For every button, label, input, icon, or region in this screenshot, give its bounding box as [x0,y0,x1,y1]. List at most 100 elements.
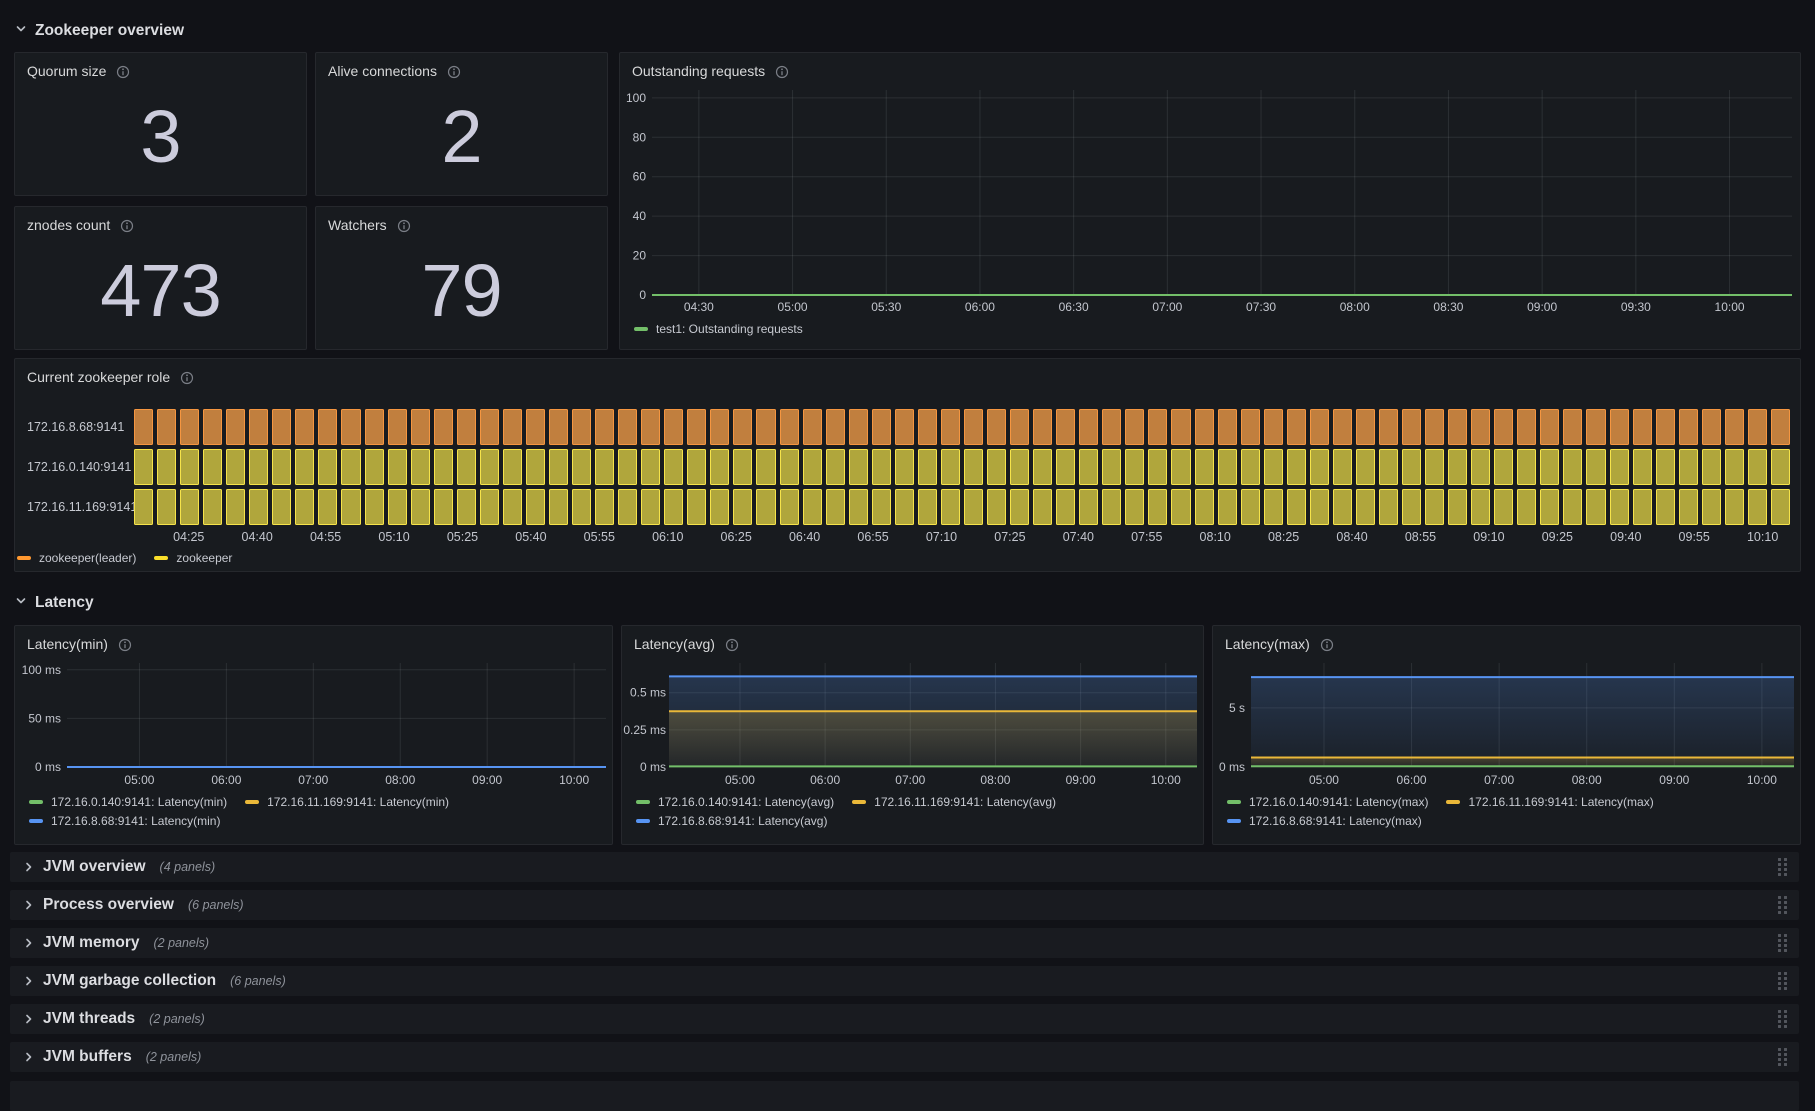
timeline-state-bar[interactable] [1540,449,1560,485]
timeline-state-bar[interactable] [779,409,799,445]
timeline-state-bar[interactable] [1079,409,1099,445]
panel-title[interactable]: Latency(avg) [634,636,715,652]
timeline-state-bar[interactable] [1747,489,1767,525]
timeline-state-bar[interactable] [1332,409,1352,445]
timeline-state-bar[interactable] [387,409,407,445]
timeline-state-bar[interactable] [1102,489,1122,525]
timeline-state-bar[interactable] [1586,449,1606,485]
drag-handle-icon[interactable] [1778,1010,1787,1028]
timeline-state-bar[interactable] [1540,489,1560,525]
info-icon[interactable] [120,219,134,233]
timeline-state-bar[interactable] [917,489,937,525]
timeline-state-bar[interactable] [410,489,430,525]
timeline-state-bar[interactable] [180,409,200,445]
timeline-state-bar[interactable] [1471,409,1491,445]
timeline-state-bar[interactable] [1632,409,1652,445]
timeline-state-bar[interactable] [1448,449,1468,485]
timeline-state-bar[interactable] [1286,449,1306,485]
timeline-state-bar[interactable] [1263,489,1283,525]
timeline-state-bar[interactable] [1010,409,1030,445]
timeline-state-bar[interactable] [525,489,545,525]
timeline-state-bar[interactable] [1240,449,1260,485]
timeline-state-bar[interactable] [871,489,891,525]
timeline-state-bar[interactable] [848,449,868,485]
timeline-state-bar[interactable] [1217,409,1237,445]
timeline-state-bar[interactable] [387,449,407,485]
timeline-state-bar[interactable] [572,409,592,445]
panel-title[interactable]: Latency(min) [27,636,108,652]
timeline-state-bar[interactable] [1240,489,1260,525]
legend-item[interactable]: 172.16.0.140:9141: Latency(min) [29,795,227,809]
timeline-state-bar[interactable] [1402,409,1422,445]
timeline-state-bar[interactable] [1655,489,1675,525]
timeline-state-bar[interactable] [940,489,960,525]
timeline-state-bar[interactable] [963,489,984,525]
row-strip-jvm-overview[interactable]: JVM overview(4 panels) [10,852,1799,882]
timeline-state-bar[interactable] [894,449,914,485]
timeline-state-bar[interactable] [1494,489,1514,525]
timeline-state-bar[interactable] [664,449,684,485]
timeline-state-bar[interactable] [687,489,707,525]
timeline-state-bar[interactable] [318,409,338,445]
timeline-state-bar[interactable] [1355,409,1375,445]
timeline-state-bar[interactable] [825,449,845,485]
timeline-state-bar[interactable] [249,449,269,485]
info-icon[interactable] [116,65,130,79]
timeline-state-bar[interactable] [1056,449,1076,485]
timeline-state-bar[interactable] [848,489,868,525]
timeline-state-bar[interactable] [641,449,661,485]
timeline-state-bar[interactable] [1632,449,1652,485]
timeline-state-bar[interactable] [134,489,154,525]
timeline-state-bar[interactable] [1701,489,1721,525]
timeline-state-bar[interactable] [295,449,315,485]
panel-title[interactable]: Current zookeeper role [27,369,171,385]
panel-title[interactable]: Latency(max) [1225,636,1310,652]
timeline-state-bar[interactable] [525,449,545,485]
timeline-state-bar[interactable] [1678,489,1698,525]
timeline-state-bar[interactable] [1240,409,1260,445]
timeline-state-bar[interactable] [157,449,177,485]
timeline-state-bar[interactable] [1563,489,1583,525]
timeline-state-bar[interactable] [1217,489,1237,525]
timeline-state-bar[interactable] [848,409,868,445]
timeline-state-bar[interactable] [917,449,937,485]
legend-item[interactable]: 172.16.0.140:9141: Latency(max) [1227,795,1428,809]
timeline-state-bar[interactable] [987,409,1007,445]
timeline-state-bar[interactable] [318,449,338,485]
timeline-state-bar[interactable] [203,409,223,445]
timeline-state-bar[interactable] [1010,449,1030,485]
timeline-state-bar[interactable] [1079,489,1099,525]
timeline-state-bar[interactable] [1033,409,1053,445]
timeline-state-bar[interactable] [618,449,638,485]
timeline-state-bar[interactable] [410,449,430,485]
timeline-state-bar[interactable] [1770,489,1790,525]
timeline-state-bar[interactable] [1402,449,1422,485]
info-icon[interactable] [725,638,739,652]
timeline-state-bar[interactable] [779,489,799,525]
timeline-state-bar[interactable] [1425,449,1445,485]
timeline-state-bar[interactable] [525,409,545,445]
timeline-state-bar[interactable] [687,409,707,445]
timeline-state-bar[interactable] [1655,409,1675,445]
timeline-state-bar[interactable] [779,449,799,485]
drag-handle-icon[interactable] [1778,896,1787,914]
timeline-state-bar[interactable] [572,449,592,485]
legend-item[interactable]: 172.16.11.169:9141: Latency(avg) [852,795,1056,809]
timeline-state-bar[interactable] [1355,489,1375,525]
timeline-state-bar[interactable] [1309,409,1329,445]
timeline-state-bar[interactable] [272,489,292,525]
timeline-state-bar[interactable] [733,409,753,445]
legend-item[interactable]: 172.16.11.169:9141: Latency(min) [245,795,449,809]
info-icon[interactable] [397,219,411,233]
timeline-state-bar[interactable] [295,489,315,525]
timeline-state-bar[interactable] [1263,409,1283,445]
timeline-state-bar[interactable] [641,409,661,445]
timeline-state-bar[interactable] [1402,489,1422,525]
timeline-state-bar[interactable] [595,489,615,525]
timeline-state-bar[interactable] [1217,449,1237,485]
timeline-state-bar[interactable] [1747,409,1767,445]
info-icon[interactable] [180,371,194,385]
timeline-bars[interactable] [134,489,1790,525]
